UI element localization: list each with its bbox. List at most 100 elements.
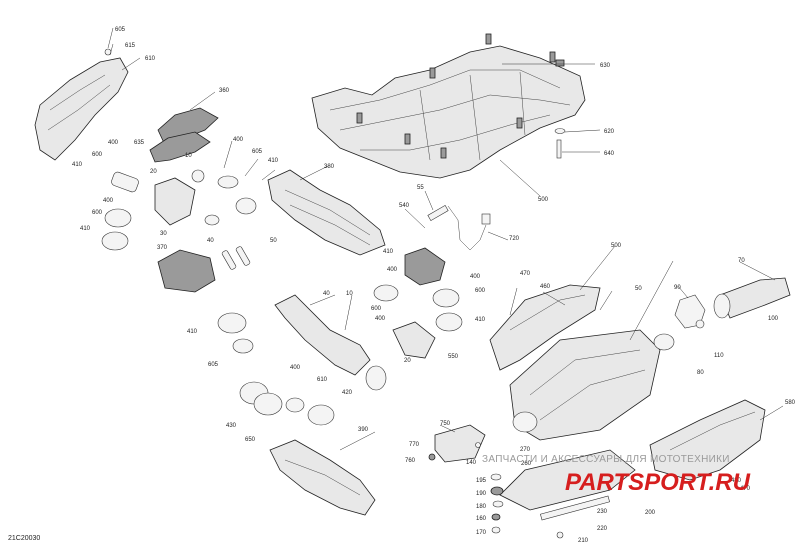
callout-410: 410: [187, 329, 198, 335]
callout-750: 750: [440, 421, 451, 427]
callout-10: 10: [346, 291, 353, 297]
callout-400: 400: [290, 365, 301, 371]
callout-410: 410: [268, 158, 279, 164]
watermark-tagline: ЗАПЧАСТИ И АКСЕССУАРЫ ДЛЯ МОТОТЕХНИКИ: [482, 454, 730, 465]
callout-410: 410: [72, 162, 83, 168]
callout-40: 40: [207, 238, 214, 244]
callout-80: 80: [697, 370, 704, 376]
callout-605: 605: [208, 362, 219, 368]
outlet-flange-gasket: [653, 294, 706, 351]
callout-400: 400: [233, 137, 244, 143]
callout-580: 580: [785, 400, 796, 406]
callout-10: 10: [185, 153, 192, 159]
callout-160: 160: [476, 516, 487, 522]
callout-400: 400: [108, 140, 119, 146]
callout-410: 410: [383, 249, 394, 255]
callout-610: 610: [317, 377, 328, 383]
callout-760: 760: [405, 458, 416, 464]
callout-650: 650: [245, 437, 256, 443]
callout-200: 200: [645, 510, 656, 516]
callout-600: 600: [92, 210, 103, 216]
outlet-pipe: [713, 277, 791, 319]
right-heat-shield: [649, 399, 766, 481]
figure-code: 21C20030: [8, 535, 40, 542]
callout-210: 210: [578, 538, 589, 544]
left-clamps: [101, 169, 257, 251]
muffler-bracket: [499, 449, 636, 521]
callout-620: 620: [604, 129, 615, 135]
callout-55: 55: [417, 185, 424, 191]
heat-shield-380: [267, 169, 386, 256]
callout-390: 390: [358, 427, 369, 433]
lower-heat-sleeve: [157, 249, 216, 293]
callout-480: 480: [731, 478, 742, 484]
callout-600: 600: [475, 288, 486, 294]
center-exhaust-pipe: [274, 294, 387, 391]
muffler-body: [509, 329, 661, 441]
mount-hardware: [428, 442, 564, 539]
callout-370: 370: [157, 245, 168, 251]
callout-220: 220: [597, 526, 608, 532]
right-clamp-group: [373, 247, 463, 359]
callout-540: 540: [399, 203, 410, 209]
callout-720: 720: [509, 236, 520, 242]
callout-50: 50: [635, 286, 642, 292]
callout-500: 500: [538, 197, 549, 203]
callout-400: 400: [387, 267, 398, 273]
springs: [221, 246, 251, 270]
callout-30: 30: [160, 231, 167, 237]
callout-550: 550: [448, 354, 459, 360]
callout-140: 140: [466, 460, 477, 466]
callout-635: 635: [134, 140, 145, 146]
callout-90: 90: [674, 285, 681, 291]
callout-600: 600: [92, 152, 103, 158]
callout-420: 420: [342, 390, 353, 396]
oxygen-sensor-harness: [427, 204, 491, 251]
callout-770: 770: [409, 442, 420, 448]
left-heat-shield: [34, 48, 129, 161]
callout-430: 430: [226, 423, 237, 429]
callout-170: 170: [476, 530, 487, 536]
watermark-logo: PARTSPORT.RU: [565, 469, 751, 496]
callout-640: 640: [604, 151, 615, 157]
callout-20: 20: [150, 169, 157, 175]
callout-500: 500: [611, 243, 622, 249]
callout-50: 50: [270, 238, 277, 244]
shield-studs: [356, 33, 565, 159]
callout-70: 70: [738, 258, 745, 264]
callout-230: 230: [597, 509, 608, 515]
callout-180: 180: [476, 504, 487, 510]
callout-630: 630: [600, 63, 611, 69]
callout-460: 460: [540, 284, 551, 290]
callout-600: 600: [371, 306, 382, 312]
callout-260: 260: [521, 461, 532, 467]
callout-20: 20: [404, 358, 411, 364]
callout-380: 380: [324, 164, 335, 170]
callout-360: 360: [219, 88, 230, 94]
shield-washer-and-bolt: [554, 128, 566, 159]
callout-410: 410: [80, 226, 91, 232]
callout-470: 470: [520, 271, 531, 277]
center-clamps: [217, 312, 335, 426]
callout-400: 400: [103, 198, 114, 204]
callout-400: 400: [470, 274, 481, 280]
heat-sleeve-upper: [149, 107, 219, 163]
callout-615: 615: [125, 43, 136, 49]
callout-610: 610: [145, 56, 156, 62]
leader-lines: [107, 27, 784, 451]
heat-shield-plate: [311, 45, 586, 179]
callout-470: 470: [740, 486, 751, 492]
callout-190: 190: [476, 491, 487, 497]
callout-270: 270: [520, 447, 531, 453]
lower-heat-shield: [269, 439, 376, 516]
callout-410: 410: [475, 317, 486, 323]
callout-605: 605: [252, 149, 263, 155]
callout-400: 400: [375, 316, 386, 322]
callout-100: 100: [768, 316, 779, 322]
callout-605: 605: [115, 27, 126, 33]
callout-195: 195: [476, 478, 487, 484]
sensor-cover: [434, 424, 486, 463]
callout-110: 110: [714, 353, 724, 359]
